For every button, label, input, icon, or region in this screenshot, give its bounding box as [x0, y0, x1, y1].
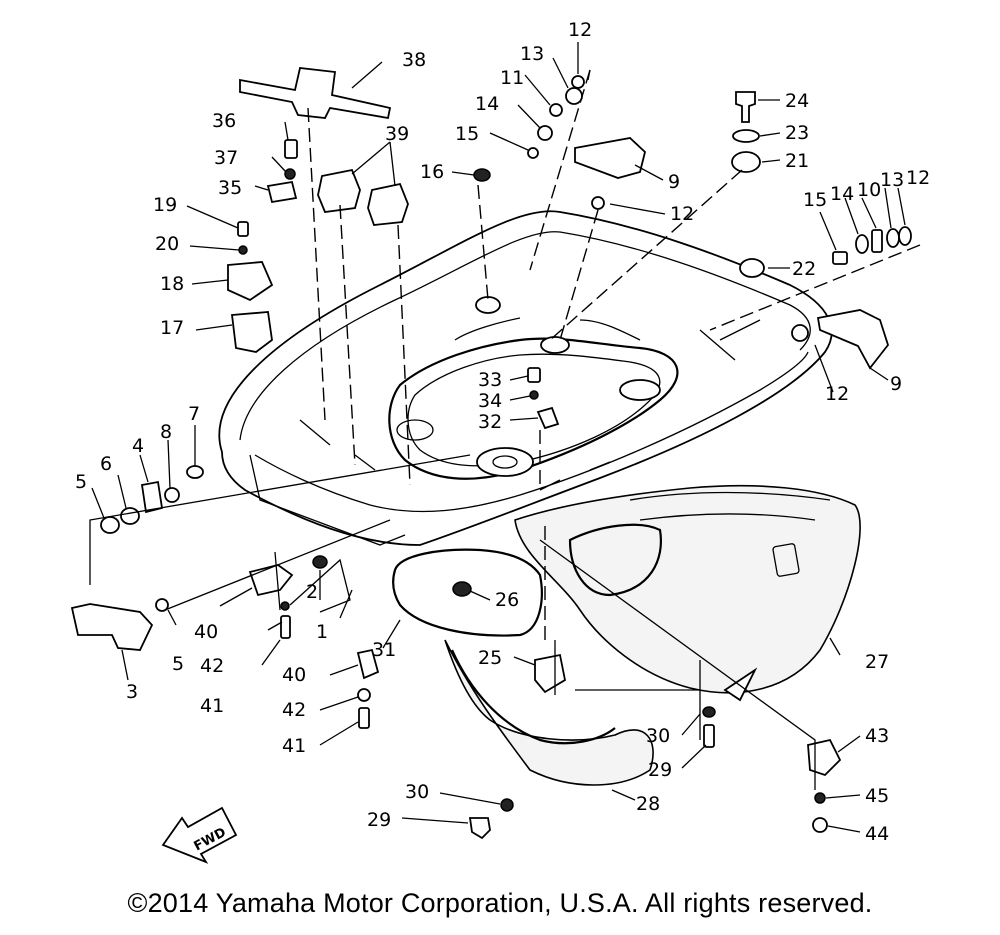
callout-31: 31	[372, 639, 396, 661]
callout-24: 24	[785, 90, 809, 112]
callout-11: 11	[500, 67, 524, 89]
callout-15: 15	[803, 189, 827, 211]
callout-28: 28	[636, 793, 660, 815]
callout-19: 19	[153, 194, 177, 216]
callout-42: 42	[282, 699, 306, 721]
callout-9: 9	[668, 171, 680, 193]
callout-34: 34	[478, 390, 502, 412]
callout-5: 5	[172, 653, 184, 675]
callout-6: 6	[100, 453, 112, 475]
callout-35: 35	[218, 177, 242, 199]
fwd-arrow-icon: FWD	[161, 806, 238, 864]
callout-20: 20	[155, 233, 179, 255]
gasket-seal	[392, 548, 543, 637]
callout-26: 26	[495, 589, 519, 611]
callout-12: 12	[670, 203, 694, 225]
apron-cover	[514, 484, 861, 702]
callout-25: 25	[478, 647, 502, 669]
callout-18: 18	[160, 273, 184, 295]
callout-14: 14	[830, 183, 854, 205]
callout-40: 40	[282, 664, 306, 686]
callout-42: 42	[200, 655, 224, 677]
small-parts	[70, 67, 912, 840]
bottom-cowling	[218, 210, 833, 546]
callout-2: 2	[306, 581, 318, 603]
callout-38: 38	[402, 49, 426, 71]
lower-apron	[444, 639, 654, 786]
callout-29: 29	[648, 759, 672, 781]
callout-39: 39	[385, 123, 409, 145]
callout-30: 30	[646, 725, 670, 747]
callout-15: 15	[455, 123, 479, 145]
copyright-notice: ©2014 Yamaha Motor Corporation, U.S.A. A…	[127, 888, 873, 918]
callout-44: 44	[865, 823, 889, 845]
callout-23: 23	[785, 122, 809, 144]
callout-27: 27	[865, 651, 889, 673]
callout-36: 36	[212, 110, 236, 132]
part-labels: 12 13 11 14 15 16 38 36 37 35 39 19 20 1…	[75, 19, 930, 845]
exploded-parts-diagram: FWD 12 13 11 14 15 16 38 36 37 35 39 19 …	[70, 19, 930, 864]
callout-5: 5	[75, 471, 87, 493]
leader-lines	[89, 42, 921, 833]
callout-3: 3	[126, 681, 138, 703]
callout-10: 10	[857, 179, 881, 201]
callout-21: 21	[785, 150, 809, 172]
callout-12: 12	[825, 383, 849, 405]
callout-17: 17	[160, 317, 184, 339]
callout-45: 45	[865, 785, 889, 807]
callout-13: 13	[520, 43, 544, 65]
callout-40: 40	[194, 621, 218, 643]
callout-7: 7	[188, 403, 200, 425]
callout-32: 32	[478, 411, 502, 433]
callout-4: 4	[132, 435, 144, 457]
callout-43: 43	[865, 725, 889, 747]
callout-41: 41	[282, 735, 306, 757]
callout-22: 22	[792, 258, 816, 280]
callout-29: 29	[367, 809, 391, 831]
callout-9: 9	[890, 373, 902, 395]
callout-41: 41	[200, 695, 224, 717]
callout-16: 16	[420, 161, 444, 183]
callout-13: 13	[880, 169, 904, 191]
callout-12: 12	[906, 167, 930, 189]
callout-14: 14	[475, 93, 499, 115]
callout-8: 8	[160, 421, 172, 443]
callout-33: 33	[478, 369, 502, 391]
callout-37: 37	[214, 147, 238, 169]
callout-30: 30	[405, 781, 429, 803]
callout-1: 1	[316, 621, 328, 643]
callout-12: 12	[568, 19, 592, 41]
